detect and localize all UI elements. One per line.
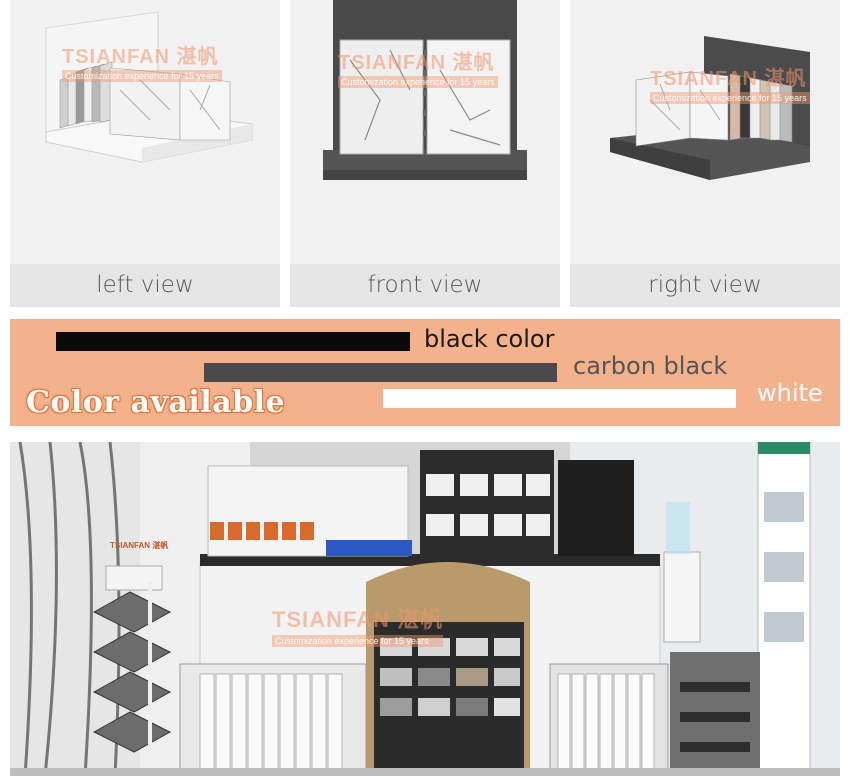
- left-view-watermark: TSIANFAN 湛帆 Customization experience for…: [62, 40, 222, 82]
- right-view-image: TSIANFAN 湛帆 Customization experience for…: [570, 0, 840, 264]
- showroom-photo: TSIANFAN 湛帆 Customization experience for…: [10, 442, 840, 776]
- white-swatch: [383, 389, 736, 408]
- front-view-panel: TSIANFAN 湛帆 Customization experience for…: [290, 0, 560, 307]
- left-view-rack-illustration: [45, 11, 253, 163]
- carbon-black-swatch: [204, 363, 557, 382]
- white-label: white: [757, 379, 823, 407]
- left-view-caption: left view: [10, 264, 280, 307]
- front-view-caption: front view: [290, 264, 560, 307]
- photo-watermark: TSIANFAN 湛帆 Customization experience for…: [272, 607, 444, 647]
- front-view-image: TSIANFAN 湛帆 Customization experience for…: [290, 0, 560, 264]
- black-color-swatch: [56, 332, 410, 351]
- right-view-watermark: TSIANFAN 湛帆 Customization experience for…: [650, 62, 810, 104]
- right-view-rack-illustration: [610, 36, 810, 180]
- color-available-title: Color available: [26, 385, 286, 420]
- left-view-panel: TSIANFAN 湛帆 Customization experience for…: [10, 0, 280, 307]
- front-view-rack-illustration: [323, 0, 527, 180]
- right-view-caption: right view: [570, 264, 840, 307]
- right-view-panel: TSIANFAN 湛帆 Customization experience for…: [570, 0, 840, 307]
- showroom-illustration: [10, 442, 840, 776]
- black-color-label: black color: [424, 325, 555, 353]
- color-options-band: black color carbon black white Color ava…: [10, 319, 840, 426]
- left-view-image: TSIANFAN 湛帆 Customization experience for…: [10, 0, 280, 264]
- front-view-watermark: TSIANFAN 湛帆 Customization experience for…: [338, 46, 498, 88]
- stand-sign: TSIANFAN 湛帆: [110, 541, 169, 550]
- carbon-black-label: carbon black: [573, 352, 728, 380]
